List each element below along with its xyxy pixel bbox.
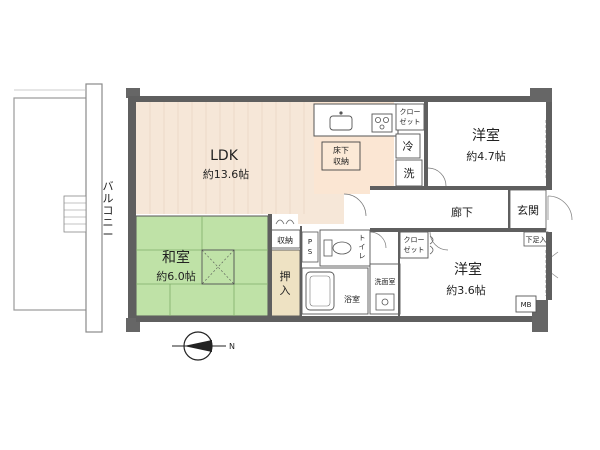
- washing-machine-label: 洗: [404, 167, 415, 180]
- stove-icon: [371, 113, 393, 133]
- youshitsu-2-area: 約3.6帖: [446, 283, 486, 297]
- bathtub-icon: [305, 271, 335, 311]
- washitsu-storage-label: 収納: [277, 235, 293, 245]
- bathroom-label: 浴室: [344, 294, 360, 304]
- room-washitsu: 和室 約6.0帖: [135, 215, 269, 317]
- balcony-label-2: ル: [103, 192, 114, 205]
- washing-machine-space: 洗: [395, 159, 423, 187]
- meter-box: MB: [515, 295, 537, 313]
- room-youshitsu-1: 洋室 約4.7帖: [428, 102, 547, 186]
- youshitsu-1-name: 洋室: [472, 127, 500, 144]
- washbasin-icon: [375, 293, 395, 311]
- toilet-icon: [323, 239, 352, 257]
- youshitsu-1-area: 約4.7帖: [466, 149, 506, 163]
- oshiire-label-1: 押: [280, 269, 291, 283]
- balcony-step-icon: [63, 195, 87, 233]
- balcony-label-1: バ: [103, 180, 114, 193]
- underfloor-storage: 床下 収納: [321, 141, 361, 171]
- youshitsu-2-name: 洋室: [454, 261, 482, 278]
- compass-label: N: [229, 342, 235, 351]
- underfloor-storage-label-2: 収納: [333, 156, 349, 166]
- hallway: 廊下: [370, 190, 508, 230]
- balcony-label-4: ニ: [103, 216, 114, 229]
- washitsu-area: 約6.0帖: [156, 269, 196, 283]
- toilet-label-2: イ: [359, 243, 366, 251]
- ldk-name: LDK: [210, 148, 239, 164]
- oshiire-closet: 押 入: [269, 249, 301, 317]
- room-youshitsu-2: 洋室 約3.6帖: [430, 232, 559, 316]
- kitchen: 床下 収納 冷: [313, 102, 421, 194]
- ldk-area: 約13.6帖: [203, 167, 250, 181]
- refrigerator-space: 冷: [395, 133, 421, 159]
- balcony-label-5: ー: [103, 228, 114, 241]
- pipe-space-label-1: P: [308, 238, 312, 246]
- entrance-label: 玄関: [517, 203, 539, 217]
- balcony-label-3: コ: [103, 204, 114, 217]
- closet-1-label-1: クロー: [400, 108, 421, 116]
- bathroom: 浴室: [301, 267, 369, 315]
- underfloor-storage-label-1: 床下: [333, 145, 349, 155]
- closet-2-label-2: ゼット: [404, 245, 425, 254]
- washroom-label: 洗面室: [375, 277, 396, 286]
- balcony: バ ル コ ニ ー: [13, 83, 114, 333]
- door-swings: [343, 167, 449, 251]
- toilet-label-3: レ: [359, 252, 366, 260]
- closet-2-label-1: クロー: [404, 236, 425, 244]
- sink-icon: [329, 111, 353, 131]
- entrance: 玄関: [509, 189, 573, 231]
- washitsu-name: 和室: [162, 249, 190, 266]
- refrigerator-label: 冷: [403, 140, 414, 153]
- compass-icon: N: [172, 331, 235, 361]
- shoe-box: 下足入: [523, 231, 549, 247]
- toilet: ト イ レ: [319, 229, 371, 267]
- interior-walls: [128, 96, 552, 322]
- closet-2: クロー ゼット: [399, 231, 434, 259]
- room-ldk: LDK 約13.6帖: [136, 102, 344, 224]
- meter-box-label: MB: [521, 301, 532, 309]
- closet-1: クロー ゼット: [395, 103, 428, 131]
- washroom: 洗面室: [369, 263, 401, 315]
- oshiire-label-2: 入: [280, 284, 291, 297]
- hallway-label: 廊下: [451, 205, 473, 219]
- closet-1-label-2: ゼット: [400, 117, 421, 126]
- toilet-label-1: ト: [359, 234, 366, 242]
- washitsu-storage: 収納: [269, 219, 301, 249]
- shoe-box-label: 下足入: [526, 236, 547, 244]
- pipe-space-label-2: S: [308, 248, 313, 256]
- pipe-space: P S: [301, 231, 319, 263]
